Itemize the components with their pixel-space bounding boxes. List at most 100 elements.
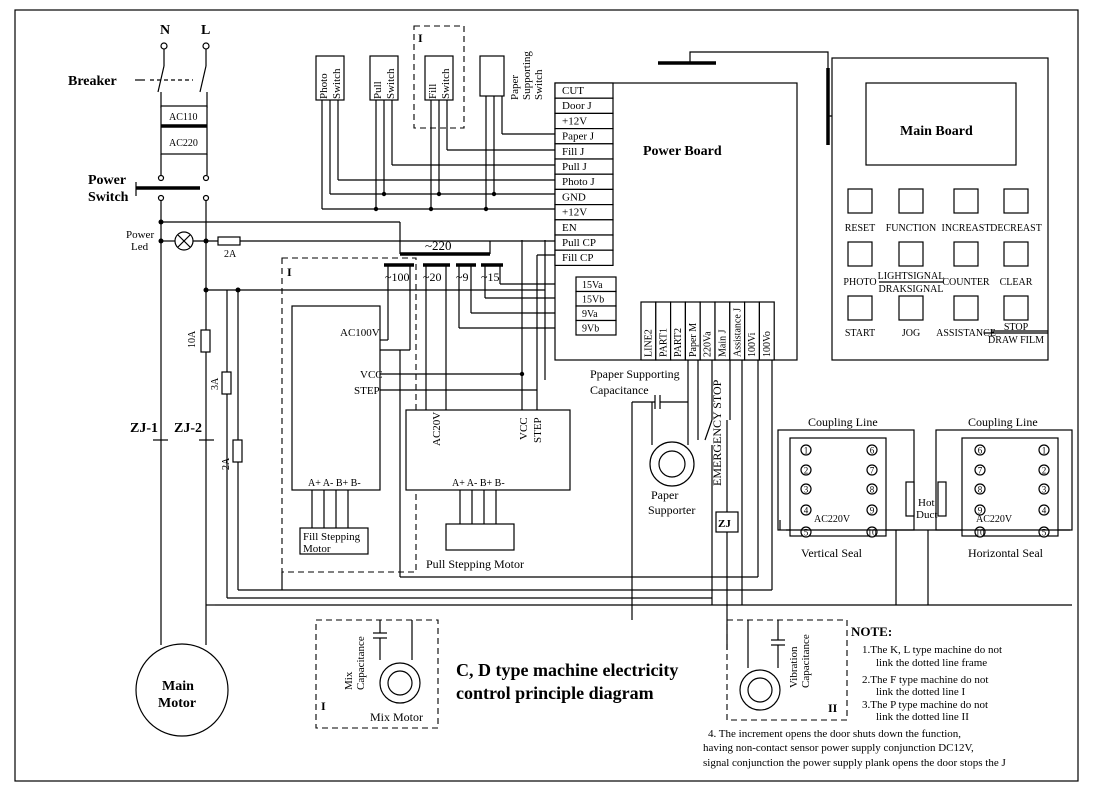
main-board-button-label: COUNTER [942, 277, 990, 288]
fuse-2a-side [232, 439, 243, 463]
sensor-switches: Photo Switch Pull Switch I Fill Switch P… [315, 25, 555, 212]
pb-terminal-label: Door J [562, 100, 592, 112]
paper-supporter-label-1: Paper [651, 488, 678, 502]
main-motor [135, 643, 229, 737]
pb-bottom-label: PART2 [673, 328, 684, 357]
main-board-button[interactable] [1003, 241, 1029, 267]
pb-supply-label: 9Va [582, 309, 598, 320]
fuse-2a-side-label: 2A [221, 457, 232, 470]
note-3-line-1: 3.The P type machine do not [862, 699, 988, 711]
pull-driver-ac: AC20V [431, 412, 443, 446]
seal-terminal [866, 464, 878, 476]
transformer2-tap-9: ~9 [456, 270, 469, 284]
seal-terminal-number: 5 [804, 528, 809, 538]
emergency-stop: EMERGENCY STOP ZJ [704, 379, 739, 650]
photo-switch-label-1: Photo [318, 73, 330, 99]
pb-terminal-label: +12V [562, 207, 587, 219]
vibration-frame-label: II [828, 701, 838, 715]
seal-terminal-number: 8 [978, 485, 983, 495]
pb-terminal-label: Pull CP [562, 237, 596, 249]
pb-terminal-label: Photo J [562, 176, 595, 188]
fuse-2a-top [217, 236, 241, 246]
pb-bottom-label: Paper M [688, 323, 699, 357]
fill-switch-box [424, 55, 454, 101]
main-board-button[interactable] [847, 188, 873, 214]
vibration-cap-label-1: Vibration [788, 646, 800, 688]
seal-terminal [866, 444, 878, 456]
main-board-button-label: PHOTO [843, 277, 876, 288]
pb-terminal-label: Paper J [562, 131, 595, 143]
pb-bottom-label: 100Vo [762, 331, 773, 357]
paper-switch-label-3: Switch [533, 69, 545, 100]
paper-switch-label-1: Paper [509, 75, 521, 100]
note-title: NOTE: [851, 624, 892, 639]
fill-switch-frame [413, 25, 465, 129]
seal-terminal-number: 7 [870, 466, 875, 476]
terminal-l [202, 42, 210, 50]
main-board-button[interactable] [953, 295, 979, 321]
main-board-button-label: RESET [845, 223, 876, 234]
fill-driver-ac: AC100V [340, 327, 380, 339]
power-switch-label-1: Power [88, 173, 126, 188]
main-board-button[interactable] [953, 188, 979, 214]
fill-switch-frame-label: I [418, 31, 423, 45]
main-board-button-label: JOG [902, 328, 920, 339]
seal-terminal-number: 6 [870, 446, 875, 456]
main-board-button[interactable] [898, 295, 924, 321]
main-board-button[interactable] [898, 241, 924, 267]
mains-l-label: L [201, 23, 210, 38]
mix-cap-label-1: Mix [343, 671, 355, 690]
fuse-2a-top-label: 2A [224, 249, 237, 260]
pb-terminal-label: +12V [562, 115, 587, 127]
seal-terminal-number: 9 [978, 506, 983, 516]
vertical-seal-ac: AC220V [814, 514, 851, 525]
seal-terminal-number: 2 [804, 466, 809, 476]
coupling-line-left: Coupling Line [808, 415, 878, 429]
seal-terminal [800, 504, 812, 516]
fill-driver: I AC100V VCC STEP A+ A- B+ B- Fill Stepp… [281, 257, 537, 573]
mix-motor-label: Mix Motor [370, 710, 423, 724]
pb-supply-label: 15Vb [582, 295, 604, 306]
photo-switch-box [315, 55, 345, 101]
breaker-contact-n [157, 65, 165, 93]
paper-cap-label-1: Ppaper Supporting [590, 367, 680, 381]
pb-terminal-label: Fill J [562, 146, 585, 158]
fill-driver-phases: A+ A- B+ B- [308, 478, 361, 489]
main-board-button-label: CLEAR [1000, 277, 1033, 288]
power-switch-label-2: Switch [88, 190, 129, 205]
diagram-title-2: control principle diagram [456, 683, 654, 703]
vibration-frame [726, 619, 848, 721]
main-board-button-label-2: DRAKSIGNAL [879, 284, 944, 295]
paper-switch-label-2: Supporting [521, 51, 533, 100]
fill-switch-label-1: Fill [427, 84, 439, 99]
pb-bottom-label: Main J [718, 329, 729, 357]
hot-duct-left [905, 481, 915, 517]
main-board-button[interactable] [1003, 188, 1029, 214]
photo-switch-label-2: Switch [331, 68, 343, 99]
main-board-button[interactable] [847, 241, 873, 267]
mix-cap-label-2: Capacitance [355, 636, 367, 690]
fill-motor-label-1: Fill Stepping [303, 531, 361, 543]
main-board-button[interactable] [898, 188, 924, 214]
terminal-n [160, 42, 168, 50]
pb-bottom-cell [758, 301, 775, 361]
pull-driver: AC20V VCC STEP A+ A- B+ B- Pull Stepping… [405, 240, 571, 571]
main-motor-label-2: Motor [158, 696, 196, 711]
transformer2-tap-20: ~20 [423, 270, 442, 284]
mains-section: N L Breaker AC110 AC220 Power Switch Pow… [68, 23, 555, 737]
main-board-button[interactable] [953, 241, 979, 267]
seal-terminal-number: 7 [978, 466, 983, 476]
seal-terminal [1038, 483, 1050, 495]
seal-terminal-number: 4 [804, 506, 809, 516]
breaker-label: Breaker [68, 74, 117, 89]
main-board-button[interactable] [1003, 295, 1029, 321]
main-board-button[interactable] [847, 295, 873, 321]
note-3-line-2: link the dotted line II [876, 711, 969, 723]
main-board-display [865, 82, 1017, 166]
pb-bottom-label: 100Vi [747, 332, 758, 357]
seal-terminal-number: 9 [870, 506, 875, 516]
fuse-10a [200, 329, 211, 353]
